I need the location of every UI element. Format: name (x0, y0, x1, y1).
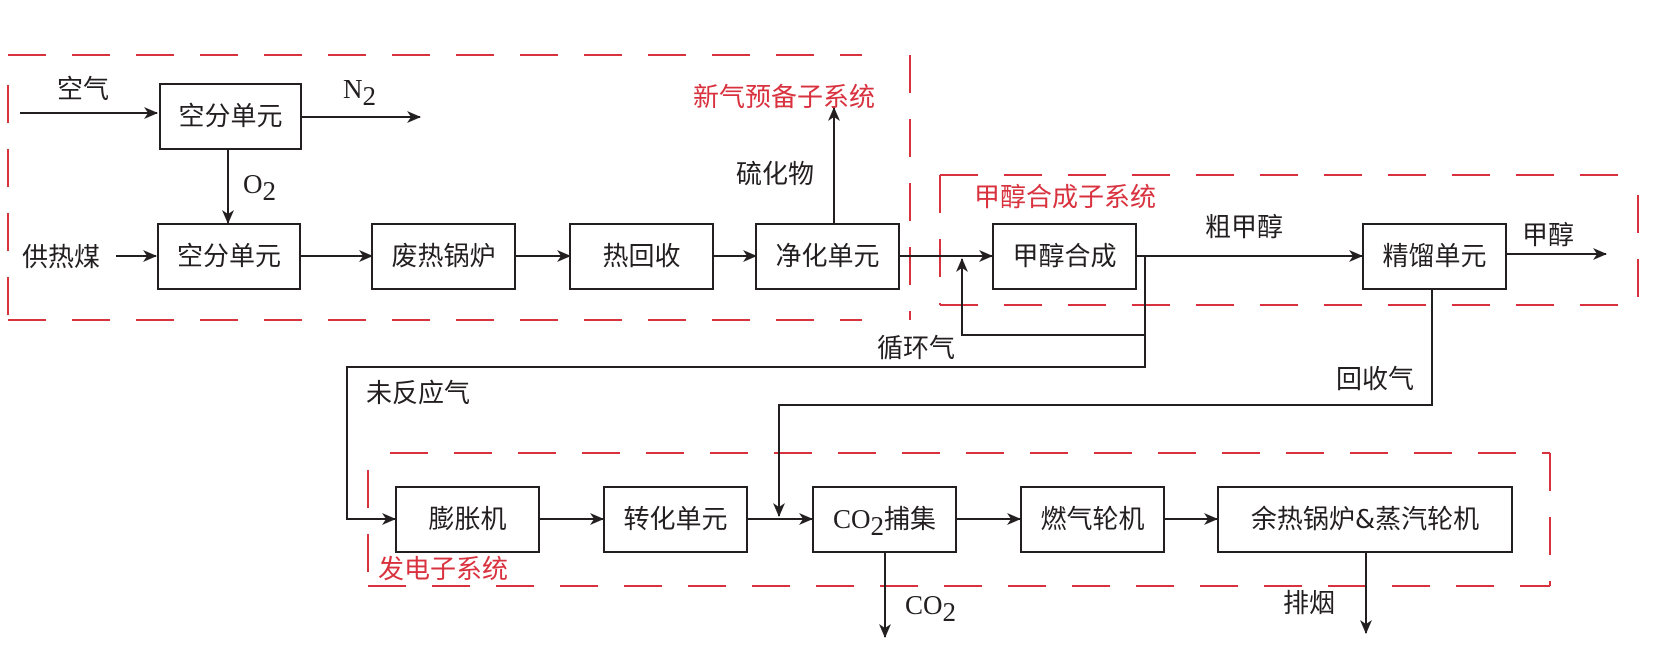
stream-label-o2: O2 (243, 169, 276, 206)
stream-label-unreacted-gas: 未反应气 (366, 379, 470, 409)
unit-co2-capture-label: CO2捕集 (833, 504, 936, 541)
unit-heat-recovery-label: 热回收 (602, 242, 680, 272)
flow-unreacted-gas (346, 335, 1146, 525)
flow-recycle-gas (956, 256, 1146, 336)
unit-asu-top-label: 空分单元 (178, 102, 282, 132)
unit-distillation-label: 精馏单元 (1382, 242, 1486, 272)
stream-label-co2: CO2 (905, 590, 956, 627)
unit-purification: 净化单元 (755, 223, 900, 290)
unit-distillation: 精馏单元 (1362, 223, 1507, 290)
unit-gas-turbine-label: 燃气轮机 (1040, 505, 1144, 535)
label-power-generation-subsystem: 发电子系统 (378, 555, 508, 585)
unit-asu-top: 空分单元 (159, 83, 302, 150)
stream-label-air: 空气 (57, 75, 109, 105)
stream-label-n2: N2 (343, 74, 376, 111)
unit-purification-label: 净化单元 (775, 242, 879, 272)
unit-methanol-synthesis-label: 甲醇合成 (1012, 242, 1116, 272)
zone-power-generation (367, 452, 1551, 587)
unit-expander: 膨胀机 (395, 486, 540, 553)
label-fresh-gas-subsystem: 新气预备子系统 (693, 83, 875, 113)
unit-asu-bottom: 空分单元 (157, 223, 301, 290)
stream-label-methanol: 甲醇 (1522, 221, 1574, 251)
stream-label-heating-coal: 供热煤 (22, 243, 100, 273)
label-methanol-synthesis-subsystem: 甲醇合成子系统 (974, 183, 1156, 213)
stream-label-flue-gas: 排烟 (1283, 589, 1335, 619)
zone-fresh-gas (7, 54, 911, 321)
unit-conversion: 转化单元 (603, 486, 748, 553)
unit-hrsg-steam-turbine: 余热锅炉&蒸汽轮机 (1217, 486, 1513, 553)
unit-waste-heat-boiler: 废热锅炉 (371, 223, 516, 290)
stream-label-sulfide: 硫化物 (736, 160, 814, 190)
stream-label-recovered-gas: 回收气 (1336, 365, 1414, 395)
flow-recovered-gas (773, 289, 1433, 517)
unit-conversion-label: 转化单元 (623, 505, 727, 535)
unit-heat-recovery: 热回收 (569, 223, 714, 290)
stream-label-recycle-gas: 循环气 (877, 334, 955, 364)
unit-methanol-synthesis: 甲醇合成 (992, 223, 1137, 290)
unit-co2-capture: CO2捕集 (812, 486, 957, 553)
stream-label-crude-methanol: 粗甲醇 (1205, 213, 1283, 243)
unit-gas-turbine: 燃气轮机 (1020, 486, 1165, 553)
unit-hrsg-steam-turbine-label: 余热锅炉&蒸汽轮机 (1251, 505, 1479, 535)
zone-methanol-synthesis (939, 174, 1640, 306)
unit-waste-heat-boiler-label: 废热锅炉 (391, 242, 495, 272)
unit-asu-bottom-label: 空分单元 (177, 242, 281, 272)
unit-expander-label: 膨胀机 (428, 505, 506, 535)
